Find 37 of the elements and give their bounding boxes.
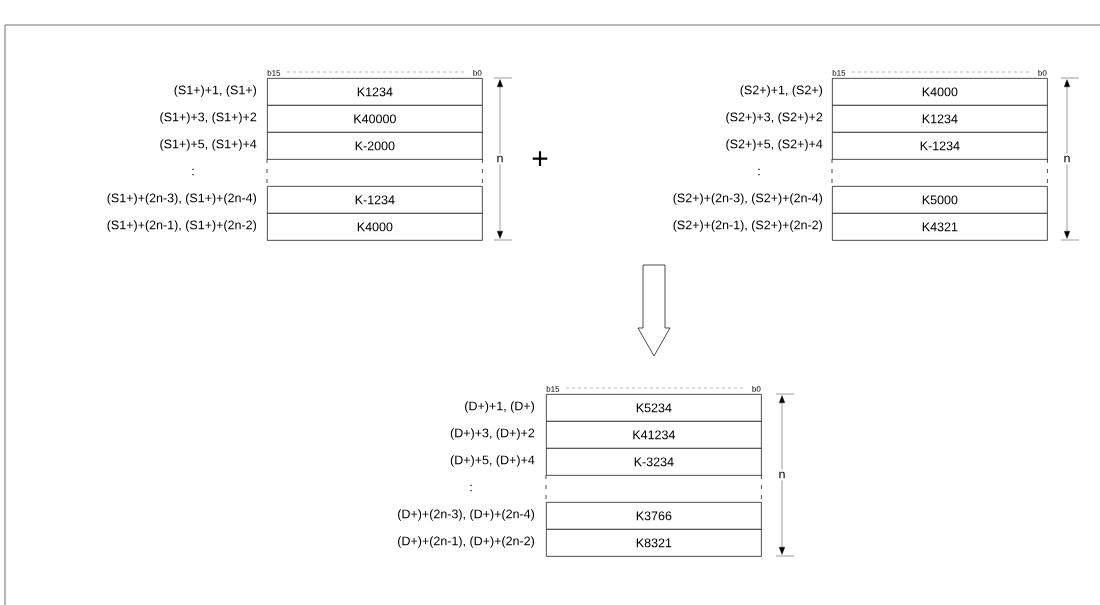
address-label: (D+)+5, (D+)+4 bbox=[450, 455, 535, 467]
address-label: (S2+)+1, (S2+) bbox=[740, 85, 822, 97]
address-label: (D+)+(2n-3), (D+)+(2n-4) bbox=[398, 509, 534, 521]
value-row: K4000 bbox=[832, 78, 1048, 106]
address-label: (S2+)+(2n-1), (S2+)+(2n-2) bbox=[673, 220, 822, 232]
value-row: K-3234 bbox=[546, 448, 762, 476]
value-row: K3766 bbox=[546, 502, 762, 530]
value-row: K4321 bbox=[832, 213, 1048, 241]
address-label: (S1+)+3, (S1+)+2 bbox=[160, 112, 257, 124]
value-row: K5000 bbox=[832, 186, 1048, 214]
value-row: K-2000 bbox=[267, 132, 483, 160]
address-label: (S2+)+5, (S2+)+4 bbox=[726, 139, 823, 151]
ellipsis-dots: : bbox=[192, 168, 194, 176]
value-row: K-1234 bbox=[267, 186, 483, 214]
value-row: K8321 bbox=[546, 529, 762, 557]
value-row: K1234 bbox=[832, 105, 1048, 133]
dimension-label: n bbox=[776, 469, 788, 481]
dimension-label: n bbox=[494, 153, 506, 165]
address-label: (S1+)+5, (S1+)+4 bbox=[160, 139, 257, 151]
address-label: (S2+)+(2n-3), (S2+)+(2n-4) bbox=[673, 193, 822, 205]
address-label: (D+)+(2n-1), (D+)+(2n-2) bbox=[398, 536, 534, 548]
value-row: K1234 bbox=[267, 78, 483, 106]
address-label: (S1+)+1, (S1+) bbox=[174, 85, 256, 97]
plus-sign: + bbox=[532, 151, 548, 166]
value-row: K40000 bbox=[267, 105, 483, 133]
dimension-label: n bbox=[1061, 153, 1073, 165]
address-label: (D+)+3, (D+)+2 bbox=[450, 428, 535, 440]
address-label: (S1+)+(2n-1), (S1+)+(2n-2) bbox=[107, 220, 256, 232]
value-row: K5234 bbox=[546, 394, 762, 422]
value-row: K4000 bbox=[267, 213, 483, 241]
address-label: (S1+)+(2n-3), (S1+)+(2n-4) bbox=[107, 193, 256, 205]
value-row: K41234 bbox=[546, 421, 762, 449]
value-row: K-1234 bbox=[832, 132, 1048, 160]
address-label: (S2+)+3, (S2+)+2 bbox=[726, 112, 823, 124]
ellipsis-dots: : bbox=[470, 484, 472, 492]
address-label: (D+)+1, (D+) bbox=[465, 401, 534, 413]
ellipsis-dots: : bbox=[758, 168, 760, 176]
